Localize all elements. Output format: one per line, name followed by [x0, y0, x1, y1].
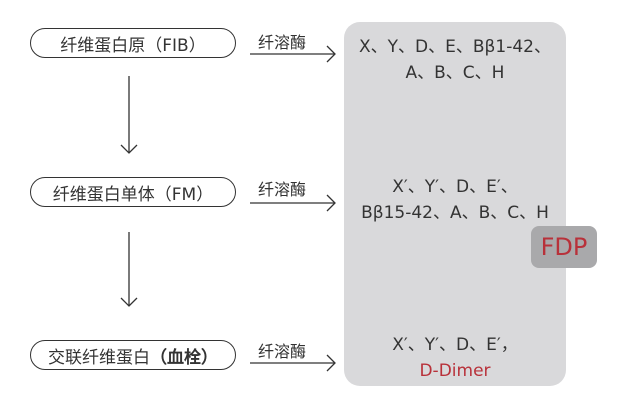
enzyme-label-1: 纤溶酶 [258, 33, 307, 52]
products-fibrinogen: X、Y、D、E、Bβ1-42、 A、B、C、H [344, 34, 566, 86]
products-cross-line1: X′、Y′、D、E′， [392, 335, 518, 355]
products-fibrinogen-line2: A、B、C、H [405, 63, 505, 83]
right-arrow-3 [250, 354, 336, 372]
enzyme-label-2: 纤溶酶 [258, 180, 307, 199]
products-fibrin-monomer: X′、Y′、D、E′、 Bβ15-42、A、B、C、H [344, 174, 566, 226]
products-fm-line1: X′、Y′、D、E′、 [392, 177, 518, 197]
node-thrombus-label: （血栓） [150, 347, 218, 368]
down-arrow-2 [120, 232, 138, 307]
node-fibrin-monomer: 纤维蛋白单体（FM） [30, 177, 236, 207]
node-fibrinogen: 纤维蛋白原（FIB） [30, 28, 236, 58]
products-fibrinogen-line1: X、Y、D、E、Bβ1-42、 [359, 37, 551, 57]
node-crosslinked-fibrin: 交联纤维蛋白（血栓） [30, 340, 236, 370]
right-arrow-2 [250, 194, 336, 212]
enzyme-label-3: 纤溶酶 [258, 342, 307, 361]
products-crosslinked: X′、Y′、D、E′， D-Dimer [344, 332, 566, 384]
products-panel [344, 22, 566, 386]
down-arrow-1 [120, 76, 138, 154]
fdp-badge: FDP [531, 226, 597, 268]
node-crosslinked-fibrin-label: 交联纤维蛋白 [48, 347, 150, 368]
products-fm-line2: Bβ15-42、A、B、C、H [361, 203, 549, 223]
right-arrow-1 [250, 45, 336, 63]
node-fibrin-monomer-label: 纤维蛋白单体（FM） [52, 184, 214, 205]
node-fibrinogen-label: 纤维蛋白原（FIB） [60, 35, 206, 56]
d-dimer-label: D-Dimer [419, 361, 491, 381]
